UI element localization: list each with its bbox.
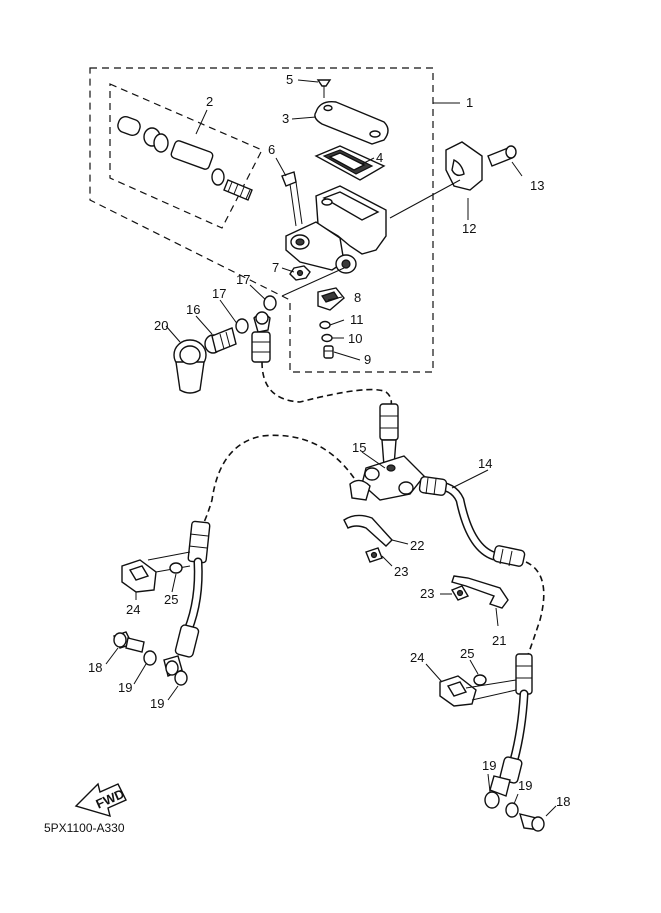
nut-7 xyxy=(289,265,311,281)
washer-17-upper xyxy=(263,295,277,311)
callout-10: 10 xyxy=(348,331,362,346)
callout-2: 2 xyxy=(206,94,213,109)
union-bolt-16 xyxy=(204,327,237,354)
brake-hose-joint-15 xyxy=(349,451,425,501)
callout-1: 1 xyxy=(466,95,473,110)
callout-12: 12 xyxy=(462,221,476,236)
hose-holder-24-right xyxy=(425,663,517,707)
callout-14: 14 xyxy=(478,456,492,471)
drawing-code: 5PX1100-A330 xyxy=(44,821,125,835)
right-hose-dashed xyxy=(525,561,545,661)
forward-arrow: FWD xyxy=(74,782,127,818)
callout-labels: 1 2 3 4 5 6 7 8 9 10 11 12 13 14 15 16 1… xyxy=(88,72,570,809)
callout-24-left: 24 xyxy=(126,602,140,617)
bolt-23-center xyxy=(365,547,393,567)
washer-10 xyxy=(321,333,333,343)
callout-19-right-a: 19 xyxy=(482,758,496,773)
hose-guide-22 xyxy=(343,514,409,547)
callout-5: 5 xyxy=(286,72,293,87)
callout-22: 22 xyxy=(410,538,424,553)
leader-lines xyxy=(165,79,523,361)
callout-13: 13 xyxy=(530,178,544,193)
callout-8: 8 xyxy=(354,290,361,305)
callout-3: 3 xyxy=(282,111,289,126)
washer-19-left-a xyxy=(143,650,157,666)
holder-clamp-12 xyxy=(445,141,483,191)
callout-9: 9 xyxy=(364,352,371,367)
bolt-23-right xyxy=(440,585,470,601)
upper-brake-hose xyxy=(251,311,399,467)
union-bolt-18-right xyxy=(518,805,557,832)
piston-kit-boundary-2 xyxy=(109,83,263,229)
screw-5 xyxy=(316,79,332,98)
callout-24-right: 24 xyxy=(410,650,424,665)
pivot-bolt-6 xyxy=(281,171,303,227)
washer-11 xyxy=(319,320,331,330)
brake-hose-14 xyxy=(418,469,526,567)
washer-19-right-b xyxy=(505,802,519,818)
callout-19-right-b: 19 xyxy=(518,778,532,793)
callout-6: 6 xyxy=(268,142,275,157)
reservoir-cap-3 xyxy=(314,101,389,145)
callout-17: 17 xyxy=(236,272,250,287)
cover-20 xyxy=(173,339,207,394)
callout-21: 21 xyxy=(492,633,506,648)
washer-19-right-a xyxy=(484,791,500,809)
bolt-13 xyxy=(487,145,517,167)
callout-25-left: 25 xyxy=(164,592,178,607)
washer-25-right xyxy=(473,674,487,686)
master-cylinder-body-1 xyxy=(285,185,387,274)
callout-7: 7 xyxy=(272,260,279,275)
diaphragm-4 xyxy=(314,145,386,181)
left-hose-dashed xyxy=(199,434,355,531)
callout-11: 11 xyxy=(350,312,364,327)
callout-25-right: 25 xyxy=(460,646,474,661)
callout-23-right: 23 xyxy=(420,586,434,601)
left-lower-hose xyxy=(163,520,211,677)
screw-9 xyxy=(323,345,334,359)
callout-15: 15 xyxy=(352,440,366,455)
callout-17b: 17 xyxy=(212,286,226,301)
callout-20: 20 xyxy=(154,318,168,333)
piston-kit-2 xyxy=(117,115,253,201)
callout-18-right: 18 xyxy=(556,794,570,809)
washer-25-left xyxy=(169,562,183,574)
callout-16: 16 xyxy=(186,302,200,317)
union-bolt-18-left xyxy=(105,631,145,665)
hose-guide-21 xyxy=(451,575,509,627)
callout-19-left-a: 19 xyxy=(118,680,132,695)
callout-23-center: 23 xyxy=(394,564,408,579)
callout-4: 4 xyxy=(376,150,383,165)
washer-17-lower xyxy=(235,318,249,334)
callout-18-left: 18 xyxy=(88,660,102,675)
hose-holder-24-left xyxy=(121,551,191,600)
washer-19-left-b xyxy=(174,670,188,686)
callout-19-left-b: 19 xyxy=(150,696,164,711)
right-lower-hose xyxy=(489,653,533,797)
